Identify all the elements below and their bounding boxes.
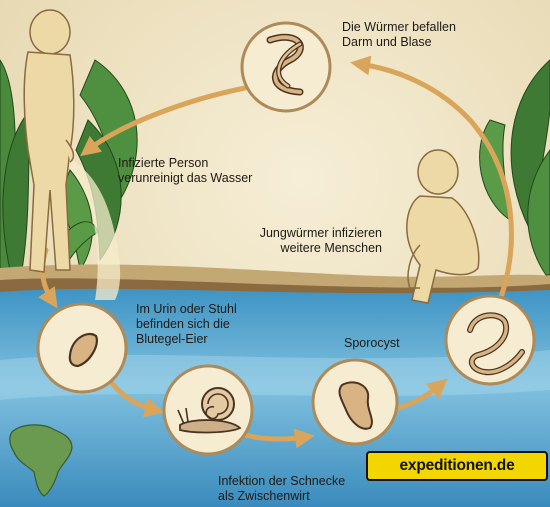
stage-eggs: [36, 302, 128, 394]
stage-sporocyst: [311, 358, 399, 446]
label-snail-line-1: Infektion der Schnecke: [218, 474, 346, 488]
label-eggs-line-1: Im Urin oder Stuhl: [136, 302, 237, 316]
brand-logo[interactable]: expeditionen.de: [366, 451, 548, 481]
urine-stream: [66, 158, 121, 300]
label-infected-line-1: Infizierte Person: [118, 156, 209, 170]
label-snail-line-2: als Zwischenwirt: [218, 489, 310, 503]
water-highlight: [0, 350, 550, 400]
label-young-worms: Jungwürmer infizieren weitere Menschen: [232, 226, 382, 256]
label-worms: Die Würmer befallen Darm und Blase: [342, 20, 456, 50]
sitting-person-figure: [406, 149, 480, 304]
stage-worms: [240, 21, 332, 113]
label-snail: Infektion der Schnecke als Zwischenwirt: [218, 474, 345, 504]
label-young-worms-line-1: Jungwürmer infizieren: [259, 226, 382, 240]
stage-young-worms: [444, 294, 536, 386]
label-sporocyst-text: Sporocyst: [344, 336, 400, 350]
label-young-worms-line-2: weitere Menschen: [280, 241, 382, 255]
infected-person-figure: [23, 9, 75, 273]
label-worms-line-1: Die Würmer befallen: [342, 20, 456, 34]
label-sporocyst: Sporocyst: [344, 336, 400, 351]
ground-light: [0, 264, 550, 288]
label-infected-line-2: verunreinigt das Wasser: [118, 171, 253, 185]
brand-logo-text: expeditionen.de: [399, 457, 515, 474]
label-eggs-line-2: befinden sich die: [136, 317, 230, 331]
label-eggs-line-3: Blutegel-Eier: [136, 332, 208, 346]
africa-map-icon: [9, 424, 73, 497]
label-infected: Infizierte Person verunreinigt das Wasse…: [118, 156, 252, 186]
label-worms-line-2: Darm und Blase: [342, 35, 432, 49]
label-eggs: Im Urin oder Stuhl befinden sich die Blu…: [136, 302, 237, 347]
foliage-right: [479, 59, 550, 276]
stage-snail: [162, 364, 254, 456]
